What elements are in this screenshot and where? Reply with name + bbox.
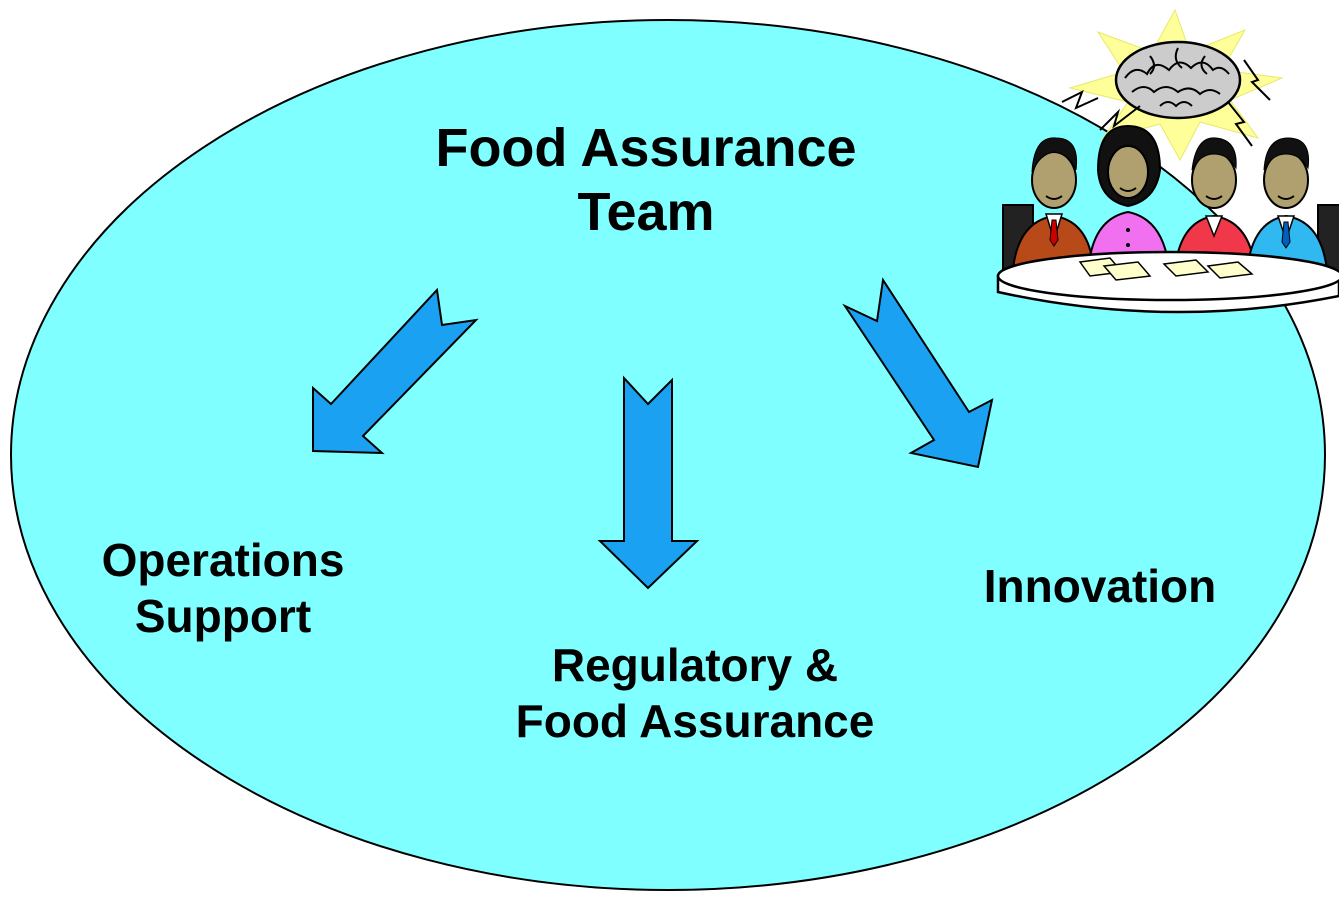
lightning-bolt-icon — [1061, 89, 1099, 110]
arrow-to-operations-support-icon — [312, 287, 479, 455]
arrow-to-regulatory-icon — [597, 375, 700, 590]
diagram-title: Food Assurance Team — [396, 116, 896, 244]
branch-regulatory-food-assurance: Regulatory & Food Assurance — [470, 637, 920, 749]
branch-label-line-2: Food Assurance — [515, 695, 875, 747]
branch-innovation: Innovation — [950, 558, 1250, 614]
arrow-to-innovation-icon — [842, 277, 994, 469]
lightning-bolt-icon — [1099, 105, 1141, 131]
lightning-bolt-icon — [1243, 59, 1271, 101]
title-line-2: Team — [577, 182, 715, 242]
brainstorm-meeting-clipart-icon — [996, 8, 1339, 314]
branch-label-line-2: Support — [134, 590, 312, 642]
branch-label-line-1: Operations — [101, 534, 345, 586]
branch-operations-support: Operations Support — [68, 532, 378, 644]
title-line-1: Food Assurance — [435, 118, 857, 178]
branch-label-line-1: Regulatory & — [551, 639, 839, 691]
table-icon — [996, 250, 1339, 314]
lightning-bolt-icon — [1227, 101, 1253, 147]
branch-label-line-1: Innovation — [983, 560, 1217, 612]
brain-icon — [1114, 40, 1242, 120]
